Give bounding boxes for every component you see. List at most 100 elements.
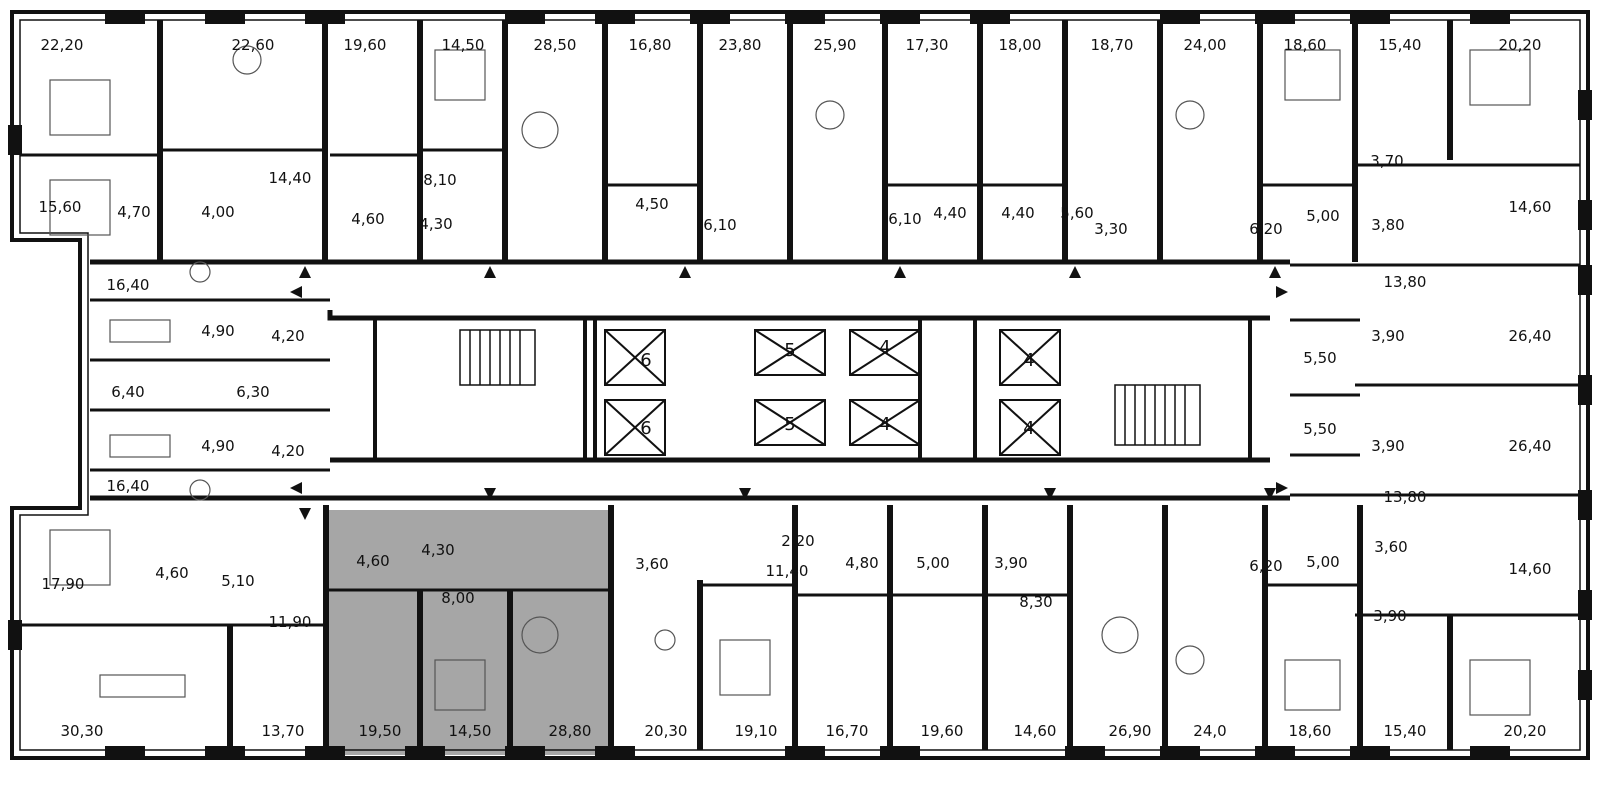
room-area-label: 5,50 [1303,420,1336,438]
room-area-label: 20,20 [1504,722,1547,740]
room-area-label: 3,90 [1371,327,1404,345]
room-area-label: 5,60 [1060,204,1093,222]
room-area-label: 4,60 [155,564,188,582]
room-area-label: 23,80 [719,36,762,54]
room-area-label: 5,00 [916,554,949,572]
room-area-label: 22,60 [232,36,275,54]
room-area-label: 19,60 [921,722,964,740]
room-area-label: 16,80 [629,36,672,54]
room-area-label: 16,40 [107,477,150,495]
room-area-label: 3,90 [1371,437,1404,455]
room-area-label: 14,40 [269,169,312,187]
window-markers [8,10,1592,760]
room-area-label: 15,40 [1379,36,1422,54]
room-area-label: 18,60 [1289,722,1332,740]
room-area-label: 4,60 [356,552,389,570]
room-area-label: 26,90 [1109,722,1152,740]
room-area-label: 18,00 [999,36,1042,54]
room-area-label: 2,20 [781,532,814,550]
room-area-label: 19,60 [344,36,387,54]
highlighted-apartment[interactable] [326,510,611,755]
room-area-label: 4,40 [933,204,966,222]
room-area-label: 5,00 [1306,207,1339,225]
top-dividers [157,20,1453,262]
room-area-label: 14,60 [1014,722,1057,740]
room-area-label: 4,30 [421,541,454,559]
room-area-label: 5,50 [1303,349,1336,367]
room-area-label: 4,40 [1001,204,1034,222]
room-area-label: 8,00 [441,589,474,607]
room-area-label: 4,70 [117,203,150,221]
room-area-label: 3,30 [1094,220,1127,238]
room-area-label: 26,40 [1509,437,1552,455]
elevator-label: 5 [784,414,795,435]
room-area-label: 6,10 [703,216,736,234]
room-area-label: 11,40 [766,562,809,580]
corridor-walls [90,259,1290,501]
room-area-label: 6,20 [1249,557,1282,575]
room-area-label: 4,20 [271,327,304,345]
elevator-label: 4 [879,414,890,435]
room-area-label: 8,10 [423,171,456,189]
corridor-arrows [290,266,1288,520]
room-area-label: 15,60 [39,198,82,216]
room-area-label: 24,00 [1184,36,1227,54]
stair-right [1114,384,1201,446]
elevator-label: 6 [640,418,651,439]
room-area-label: 13,80 [1384,273,1427,291]
elevator-label: 6 [640,350,651,371]
room-area-label: 4,80 [845,554,878,572]
room-area-label: 3,80 [1371,216,1404,234]
elevator-label: 4 [1023,350,1034,371]
room-area-label: 3,70 [1370,152,1403,170]
room-area-label: 6,20 [1249,220,1282,238]
furniture [49,45,1531,716]
room-area-label: 4,90 [201,437,234,455]
room-area-label: 4,20 [271,442,304,460]
room-area-label: 3,60 [1374,538,1407,556]
room-area-label: 6,30 [236,383,269,401]
room-area-label: 13,80 [1384,488,1427,506]
room-area-label: 14,60 [1509,198,1552,216]
room-area-label: 3,60 [635,555,668,573]
room-partitions [20,148,1580,627]
outer-walls [10,10,1590,760]
room-area-label: 19,50 [359,722,402,740]
bottom-dividers [227,505,1453,750]
room-area-label: 4,30 [419,215,452,233]
room-area-label: 4,50 [635,195,668,213]
room-area-label: 14,50 [442,36,485,54]
room-area-label: 17,90 [42,575,85,593]
elevator-label: 5 [784,340,795,361]
room-area-label: 14,60 [1509,560,1552,578]
room-area-label: 4,90 [201,322,234,340]
room-area-label: 5,00 [1306,553,1339,571]
room-area-label: 14,50 [449,722,492,740]
room-area-label: 3,90 [1373,607,1406,625]
room-area-label: 5,10 [221,572,254,590]
room-area-label: 17,30 [906,36,949,54]
room-area-label: 4,60 [351,210,384,228]
room-area-label: 8,30 [1019,593,1052,611]
stair-left [459,329,536,386]
room-area-label: 25,90 [814,36,857,54]
room-area-label: 22,20 [41,36,84,54]
elevator-shafts [604,329,1061,456]
room-area-label: 18,70 [1091,36,1134,54]
room-area-label: 28,50 [534,36,577,54]
room-area-label: 15,40 [1384,722,1427,740]
room-area-label: 24,0 [1193,722,1226,740]
elevator-label: 4 [879,337,890,358]
room-area-label: 26,40 [1509,327,1552,345]
room-area-label: 6,10 [888,210,921,228]
room-area-label: 4,00 [201,203,234,221]
room-area-label: 20,30 [645,722,688,740]
room-area-label: 16,70 [826,722,869,740]
room-area-label: 19,10 [735,722,778,740]
room-area-label: 30,30 [61,722,104,740]
elevator-label: 4 [1023,418,1034,439]
room-area-label: 13,70 [262,722,305,740]
room-area-label: 11,90 [269,613,312,631]
